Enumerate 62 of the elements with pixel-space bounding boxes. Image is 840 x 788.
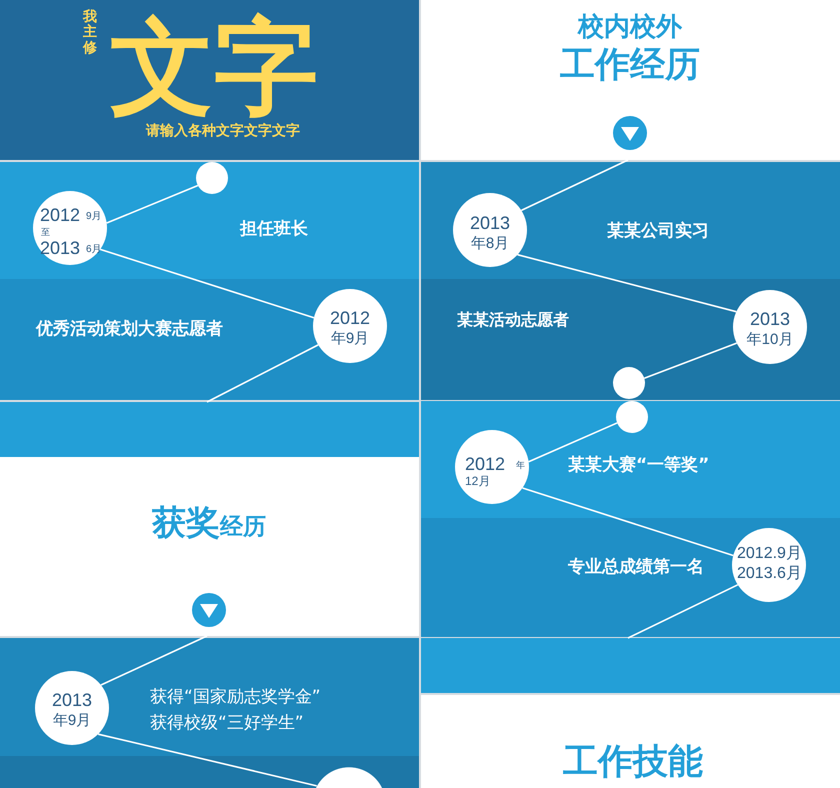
connector-line (521, 159, 628, 212)
timeline-band (0, 638, 419, 756)
color-band (0, 402, 419, 457)
section-subtitle: 校内校外 (578, 13, 682, 43)
connector-line (644, 342, 737, 379)
timeline-band (421, 162, 840, 279)
color-band (0, 756, 419, 788)
event-text: 优秀活动策划大赛志愿者 (36, 320, 223, 340)
date-text: 2013 (470, 213, 510, 234)
section-title: 工作经历 (560, 45, 700, 86)
section-title: 经历 (220, 514, 266, 540)
timeline-dot (616, 401, 648, 433)
date-text: 2013 (40, 238, 80, 259)
date-text: 年8月 (470, 235, 510, 252)
date-text: 2012 (330, 308, 370, 329)
date-text: 年9月 (330, 330, 370, 348)
date-text: 2012 (40, 205, 80, 226)
date-text: 2013 (750, 309, 790, 330)
event-text: 某某活动志愿者 (457, 311, 569, 330)
connector-line (517, 254, 737, 312)
connector-line (106, 184, 198, 224)
section-header-panel (421, 0, 840, 160)
cover-subtitle: 请输入各种文字文字文字 (146, 123, 300, 140)
event-text: 专业总成绩第一名 (568, 558, 704, 578)
cover-title: 文字 (110, 11, 318, 124)
section-title: 工作技能 (563, 742, 703, 782)
cover-panel (0, 0, 419, 160)
date-text: 2012.9月 (737, 545, 802, 564)
section-header-panel (0, 457, 419, 636)
date-text: 至 (41, 227, 50, 238)
timeline-band (421, 401, 840, 518)
date-text: 年9月 (52, 712, 92, 730)
date-text: 12月 (465, 475, 490, 489)
side-caption: 我主修 (83, 10, 97, 56)
connector-line (528, 422, 618, 462)
section-header-panel (421, 695, 840, 788)
date-text: 6月 (86, 244, 102, 256)
event-text: 担任班长 (240, 220, 308, 240)
connector-line (628, 584, 738, 639)
timeline-band (0, 162, 419, 279)
event-text: 某某公司实习 (607, 222, 709, 242)
date-text: 2013.6月 (737, 565, 802, 584)
color-band (421, 638, 840, 693)
connector-line (100, 248, 314, 319)
date-text: 2012 (465, 454, 506, 475)
timeline-band (421, 518, 840, 637)
section-title: 获奖 (152, 504, 220, 544)
date-text: 年10月 (746, 331, 794, 348)
date-text: 2013 (52, 690, 92, 711)
connector-line (100, 635, 208, 686)
timeline-band (421, 279, 840, 400)
event-text: 某某大赛“一等奖” (568, 456, 710, 476)
event-text: 获得“国家励志奖学金” (150, 688, 321, 708)
timeline-band (0, 279, 419, 400)
event-text: 获得校级“三好学生” (150, 714, 304, 734)
connector-line (98, 733, 317, 787)
connector-line (206, 344, 319, 403)
timeline-dot (613, 367, 645, 399)
date-text: 年 (516, 460, 525, 470)
timeline-dot (196, 162, 228, 194)
connector-line (522, 487, 734, 556)
date-text: 9月 (86, 211, 102, 222)
